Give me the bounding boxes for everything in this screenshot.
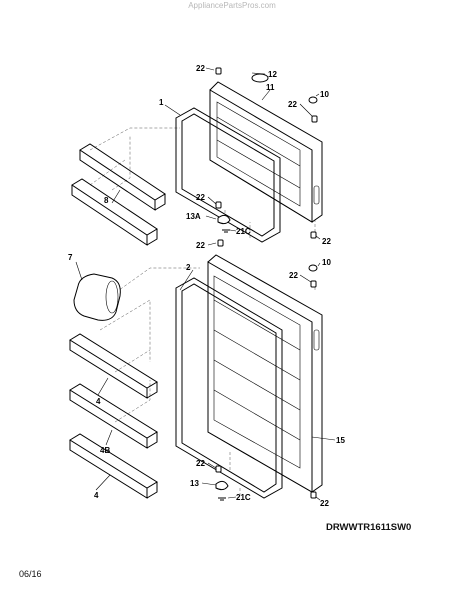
callout-12: 12 <box>268 70 277 79</box>
refrigerator-door-shelf-2 <box>69 383 158 449</box>
callout-10-upper: 10 <box>320 90 329 99</box>
callout-22-e: 22 <box>322 237 331 246</box>
callout-labels: 1 2 4 4 4B 7 8 10 10 11 12 13A 13 15 21C… <box>68 64 345 508</box>
callout-21C-lower: 21C <box>236 493 251 502</box>
screw-21Ca <box>222 229 230 233</box>
callout-11: 11 <box>266 83 275 92</box>
refrigerator-door-shelf-3 <box>69 433 158 499</box>
leader-lines <box>75 67 336 501</box>
callout-15: 15 <box>336 436 345 445</box>
callout-13A: 13A <box>186 212 201 221</box>
callout-7: 7 <box>68 253 73 262</box>
door-stop-22c <box>215 201 222 209</box>
callout-22-h: 22 <box>320 499 329 508</box>
hinge-cover-12 <box>251 73 269 83</box>
callout-8: 8 <box>104 196 109 205</box>
freezer-door-shelf-upper <box>79 143 166 211</box>
callout-10-lower: 10 <box>322 258 331 267</box>
callout-2: 2 <box>186 263 191 272</box>
hinge-bushing-13 <box>215 480 229 491</box>
refrigerator-door-gasket <box>175 277 283 499</box>
model-code: DRWWTR1611SW0 <box>326 522 412 533</box>
callout-22-f: 22 <box>289 271 298 280</box>
door-stop-22d <box>217 239 224 247</box>
site-url: AppliancePartsPros.com <box>188 1 276 10</box>
callout-13: 13 <box>190 479 199 488</box>
egg-container <box>73 273 121 321</box>
freezer-door-shelf-lower <box>71 178 158 246</box>
door-stop-22b <box>311 115 318 123</box>
callout-22-c: 22 <box>196 193 205 202</box>
hole-plug-10a <box>308 96 318 104</box>
page-date: 06/16 <box>19 569 42 579</box>
callout-4B: 4B <box>100 446 110 455</box>
callout-22-g: 22 <box>196 459 205 468</box>
guide-lines <box>89 127 316 496</box>
refrigerator-door-shelf-1 <box>69 333 158 399</box>
door-stop-22f <box>310 280 317 288</box>
callout-22-b: 22 <box>288 100 297 109</box>
screw-21Cb <box>218 497 226 501</box>
door-stop-22g <box>215 465 222 473</box>
callout-1: 1 <box>159 98 164 107</box>
callout-4-upper: 4 <box>96 397 101 406</box>
callout-21C-upper: 21C <box>236 227 251 236</box>
callout-4-lower: 4 <box>94 491 99 500</box>
hinge-bushing-13A <box>217 214 231 225</box>
refrigerator-door <box>207 254 323 493</box>
freezer-door-gasket <box>175 107 281 243</box>
callout-22-a: 22 <box>196 64 205 73</box>
door-stop-22a <box>215 67 222 75</box>
door-stop-22e <box>310 231 317 239</box>
hole-plug-10b <box>308 264 318 272</box>
freezer-door <box>209 81 323 223</box>
door-stop-22h <box>310 491 317 499</box>
hardware-parts <box>215 67 318 501</box>
callout-22-d: 22 <box>196 241 205 250</box>
